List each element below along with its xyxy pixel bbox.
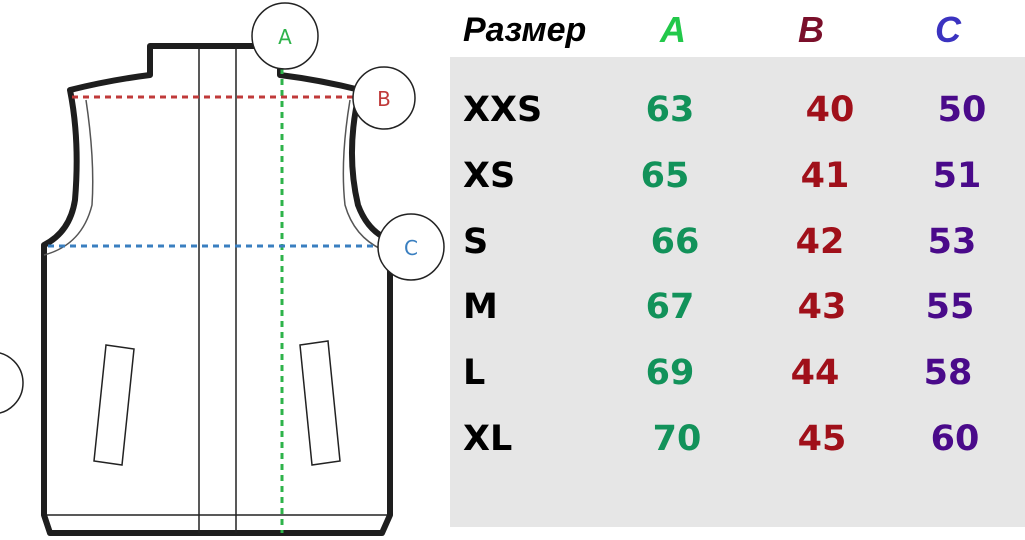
pocket-right (299, 340, 341, 466)
row-value-b: 45 (797, 419, 847, 459)
row-value-a: 67 (645, 287, 695, 327)
row-value-b: 44 (790, 353, 840, 393)
row-value-b: 41 (800, 156, 850, 196)
label-circle-partial (0, 352, 24, 414)
vest-inner-left-armhole (43, 99, 94, 256)
label-circle-b (352, 66, 416, 130)
label-circle-c (377, 213, 445, 281)
row-size-label: XXS (463, 90, 543, 130)
row-value-c: 53 (927, 222, 977, 262)
label-a: A (278, 25, 292, 49)
header-c: C (935, 9, 961, 50)
row-value-b: 43 (797, 287, 847, 327)
row-value-a: 63 (645, 90, 695, 130)
size-table-panel (450, 57, 1025, 527)
pocket-left (93, 344, 135, 466)
row-value-c: 50 (937, 90, 987, 130)
row-value-a: 66 (650, 222, 700, 262)
row-value-c: 51 (932, 156, 982, 196)
vest-diagram: A B C (0, 2, 445, 536)
row-size-label: S (463, 222, 489, 262)
label-circle-a (251, 2, 319, 70)
vest-inner-right-armhole (342, 99, 389, 253)
vest-outline (41, 43, 393, 536)
row-value-b: 40 (805, 90, 855, 130)
row-size-label: XS (463, 156, 516, 196)
label-c: C (404, 236, 418, 260)
row-value-c: 60 (930, 419, 980, 459)
header-a: A (660, 9, 686, 50)
label-b: B (377, 87, 391, 111)
row-value-a: 65 (640, 156, 690, 196)
header-size: Размер (463, 11, 587, 49)
row-size-label: L (463, 353, 486, 393)
row-size-label: M (463, 287, 498, 327)
row-value-a: 70 (652, 419, 702, 459)
row-value-a: 69 (645, 353, 695, 393)
row-size-label: XL (463, 419, 513, 459)
row-value-c: 55 (925, 287, 975, 327)
row-value-b: 42 (795, 222, 845, 262)
row-value-c: 58 (923, 353, 973, 393)
header-b: B (798, 9, 824, 50)
